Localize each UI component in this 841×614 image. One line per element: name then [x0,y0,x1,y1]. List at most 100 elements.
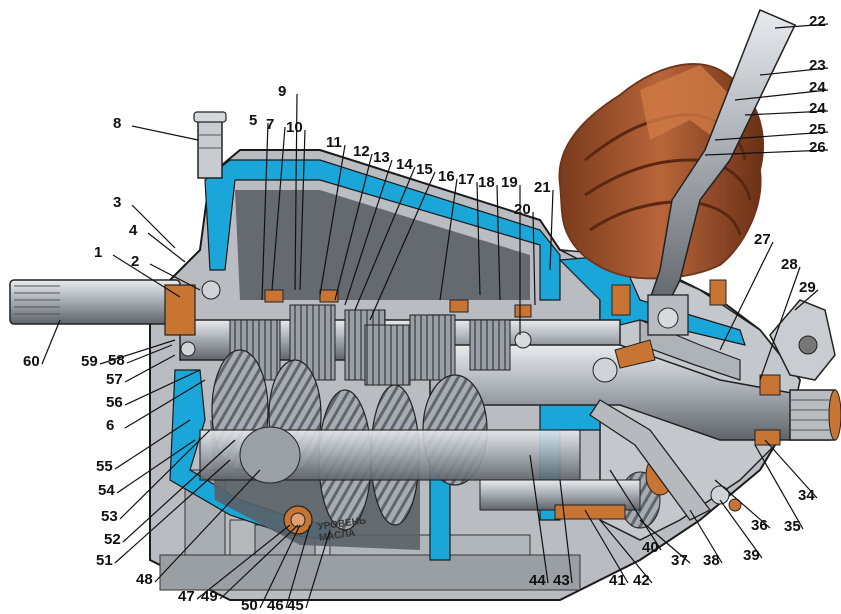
input-bearing [164,280,221,357]
callout-label-37: 37 [671,552,688,569]
leader-line-22 [774,23,829,29]
leader-line-47 [196,524,291,600]
leader-line-24 [734,89,829,101]
callout-label-48: 48 [136,571,153,588]
callout-label-24: 24 [809,100,826,117]
leader-line-59 [99,339,176,365]
leader-line-7 [271,126,286,291]
leader-line-9 [294,93,298,291]
callout-label-50: 50 [241,597,258,614]
leader-line-45 [305,529,331,609]
callout-label-23: 23 [809,57,826,74]
leader-line-53 [119,429,211,520]
leader-line-13 [344,159,393,306]
callout-label-25: 25 [809,121,826,138]
callout-label-13: 13 [373,149,390,166]
leader-line-5 [261,122,269,301]
callout-label-14: 14 [396,156,413,173]
leader-line-58 [126,344,173,364]
oil-level-marking: УРОВЕНЬМАСЛА [317,515,368,544]
breather-cap [193,111,227,179]
leader-line-14 [354,166,416,311]
leader-line-6 [124,379,206,429]
callout-label-47: 47 [178,588,195,605]
callout-label-55: 55 [96,458,113,475]
leader-line-51 [114,459,231,564]
callout-label-16: 16 [438,168,455,185]
leader-line-27 [719,241,774,351]
leader-line-48 [154,469,261,583]
leader-line-12 [334,153,373,301]
callout-label-46: 46 [267,597,284,614]
leader-line-16 [439,178,458,301]
callout-leader-lines [41,23,829,609]
callout-label-54: 54 [98,482,115,499]
callout-label-3: 3 [113,194,122,211]
callout-label-9: 9 [278,83,287,100]
callout-label-24: 24 [809,79,826,96]
callout-label-43: 43 [553,572,570,589]
callout-label-8: 8 [113,115,122,132]
leader-line-11 [319,144,346,296]
leader-line-56 [124,369,201,406]
leader-line-26 [704,149,829,156]
callout-label-42: 42 [633,572,650,589]
leader-line-39 [719,499,763,559]
callout-label-7: 7 [266,116,275,133]
callout-label-12: 12 [353,143,370,160]
callout-label-57: 57 [106,371,123,388]
callout-label-29: 29 [799,279,816,296]
leader-line-38 [689,509,723,564]
leader-line-50 [259,524,301,609]
leader-line-46 [285,524,311,609]
callout-label-36: 36 [751,517,768,534]
leader-line-25 [714,131,829,141]
leader-line-10 [299,129,306,291]
leader-line-60 [41,319,61,365]
callout-label-59: 59 [81,353,98,370]
callout-label-28: 28 [781,256,798,273]
callout-label-15: 15 [416,161,433,178]
callout-label-5: 5 [249,112,258,129]
callout-label-2: 2 [131,253,140,270]
callout-label-39: 39 [743,547,760,564]
leader-line-4 [147,232,186,263]
callout-label-27: 27 [754,231,771,248]
callout-label-58: 58 [108,352,125,369]
callout-label-6: 6 [106,417,115,434]
callout-label-26: 26 [809,139,826,156]
callout-label-19: 19 [501,174,518,191]
leader-line-23 [759,67,829,76]
leader-line-17 [476,181,481,296]
callout-label-51: 51 [96,552,113,569]
leader-line-15 [369,171,436,321]
callout-label-53: 53 [101,508,118,525]
callout-label-18: 18 [478,174,495,191]
callout-label-17: 17 [458,171,475,188]
callout-label-60: 60 [23,353,40,370]
leader-line-29 [794,289,819,311]
leader-line-52 [122,439,236,543]
leader-line-40 [609,469,662,551]
svg-text:УРОВЕНЬМАСЛА: УРОВЕНЬМАСЛА [317,515,368,544]
leader-line-55 [114,419,191,470]
leader-line-35 [754,444,804,530]
leader-line-18 [496,184,501,301]
leader-line-3 [131,204,176,249]
callout-label-10: 10 [286,119,303,136]
callout-label-38: 38 [703,552,720,569]
callout-label-49: 49 [201,588,218,605]
callout-label-44: 44 [529,572,546,589]
leader-line-28 [759,266,801,381]
callout-label-40: 40 [642,539,659,556]
leader-line-44 [529,454,549,584]
leader-line-20 [532,211,536,306]
callout-label-20: 20 [514,201,531,218]
callout-label-34: 34 [798,487,815,504]
callout-label-11: 11 [326,134,342,151]
leader-line-34 [764,439,818,499]
callout-label-45: 45 [287,597,304,614]
leader-line-2 [149,263,201,291]
leader-line-1 [112,254,181,298]
